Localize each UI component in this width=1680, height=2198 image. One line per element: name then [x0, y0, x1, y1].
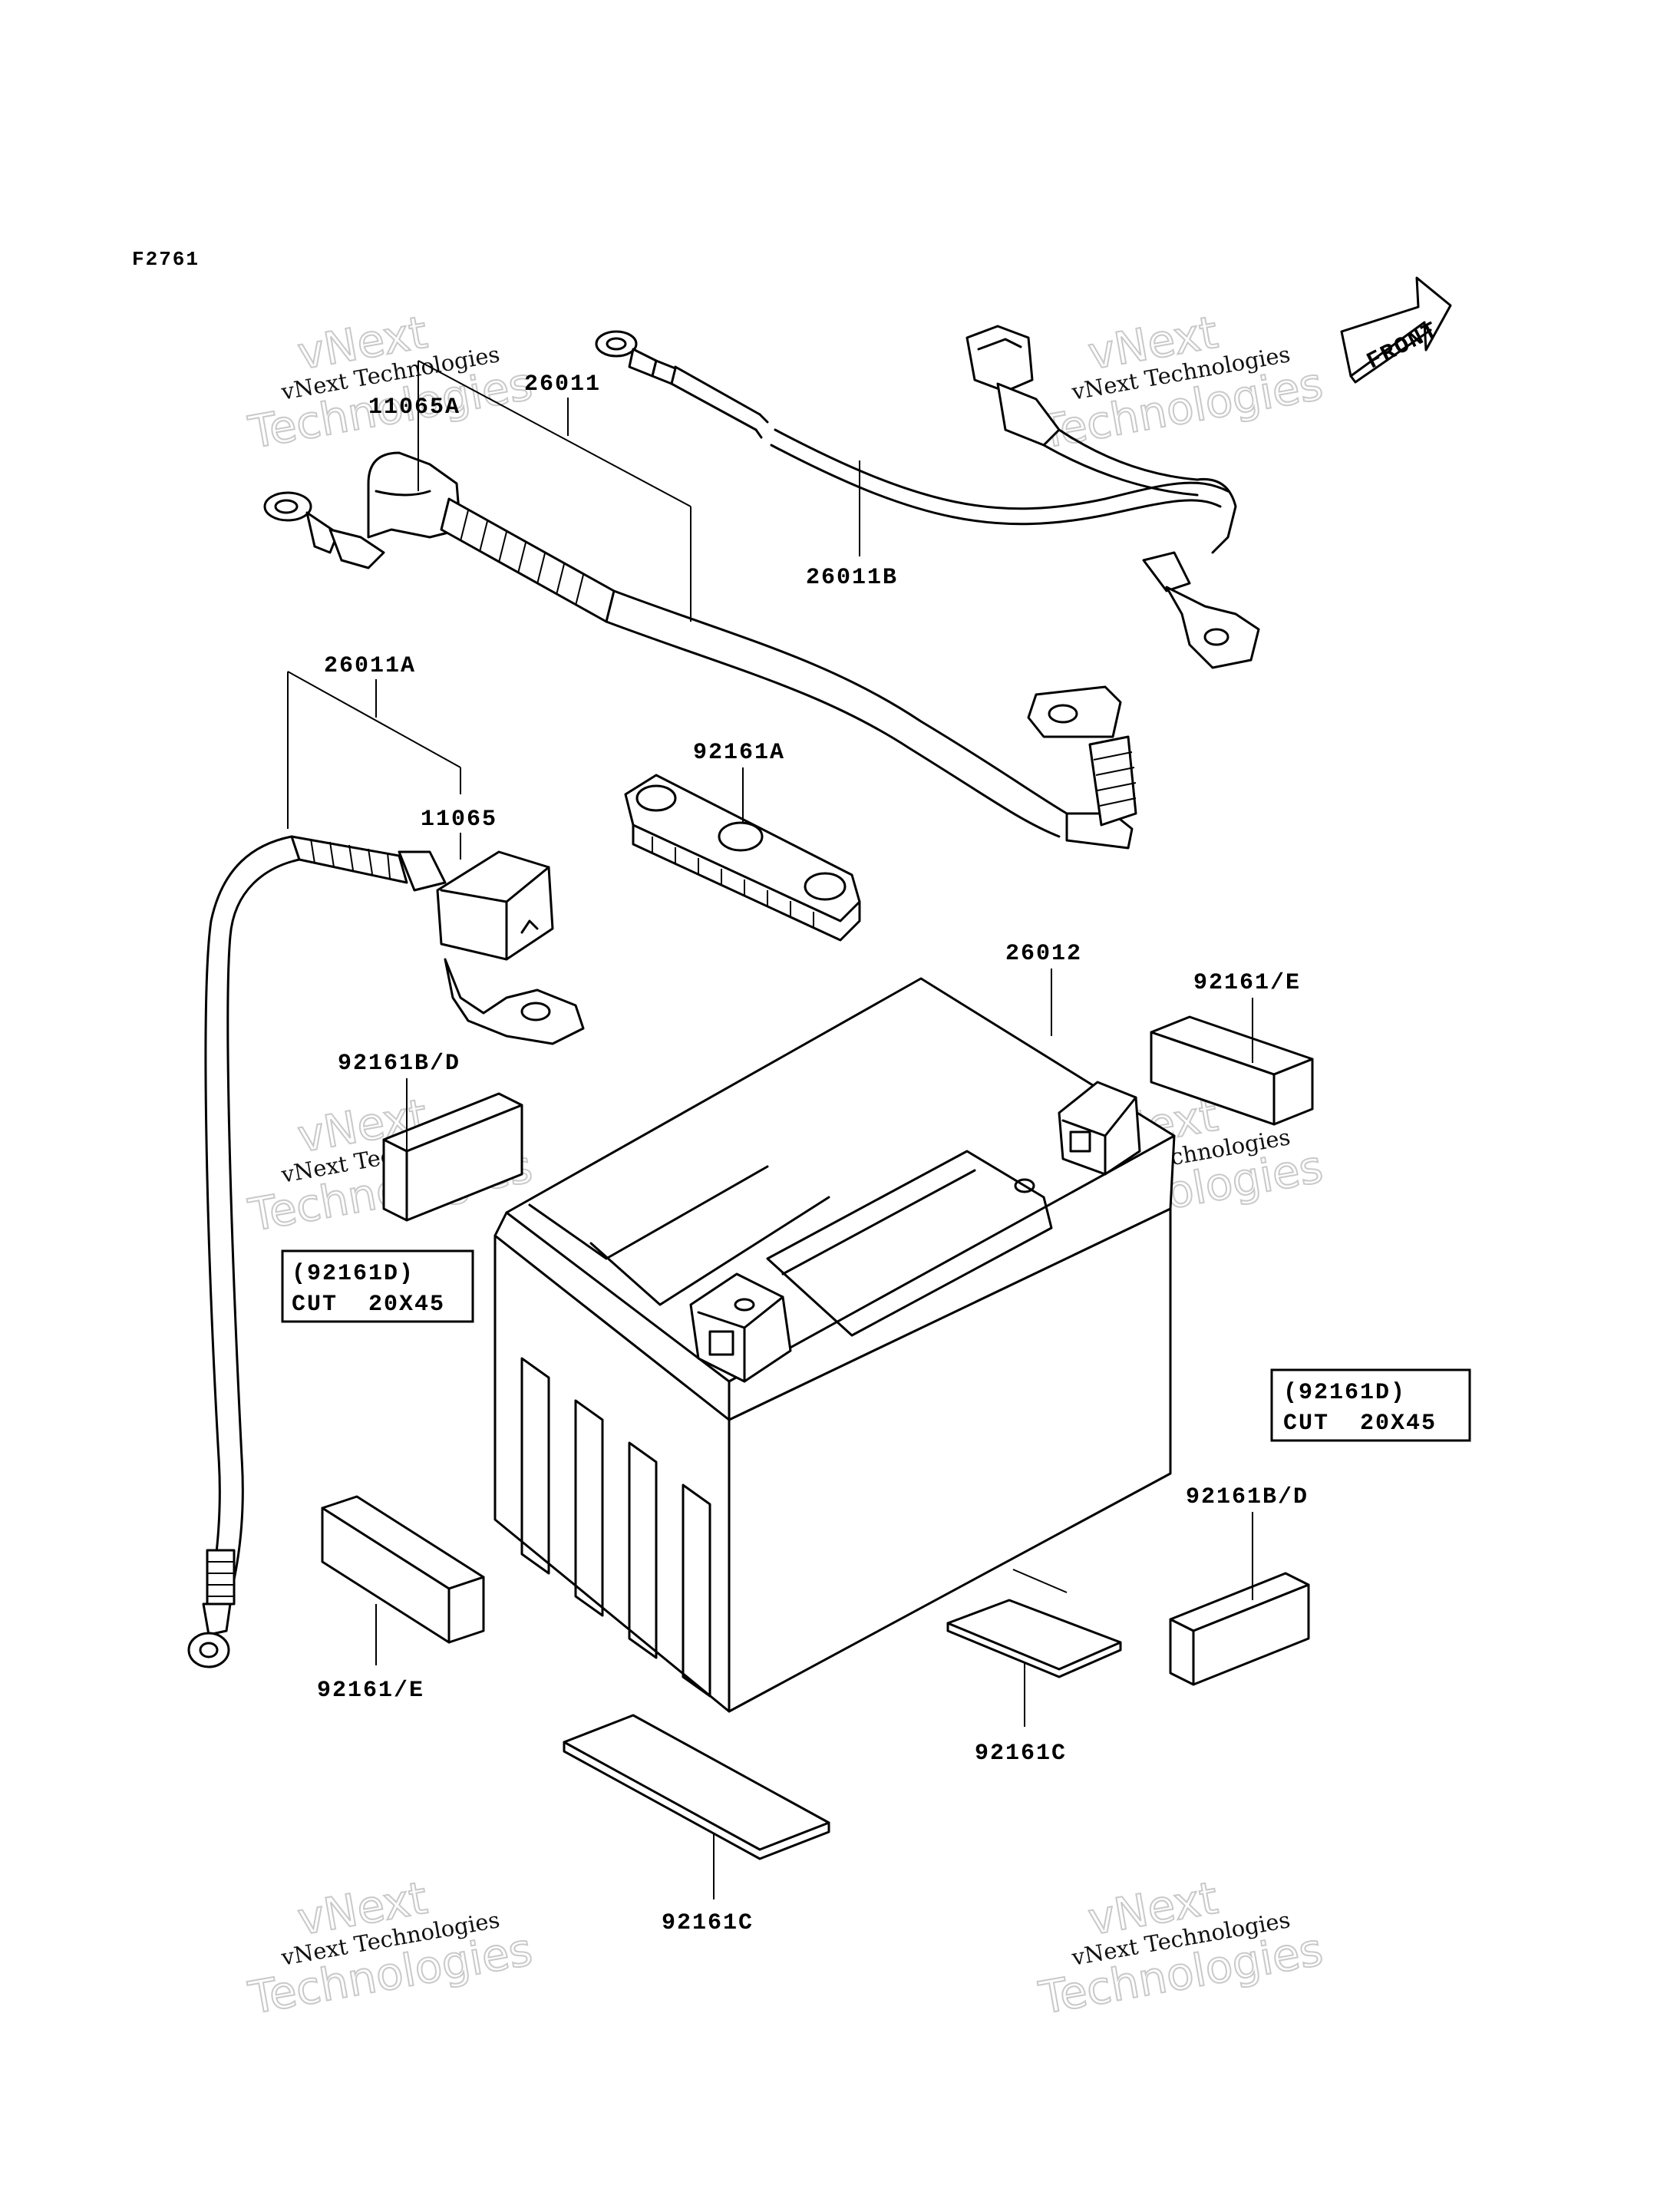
positive-cable-26011 — [263, 451, 1137, 850]
callout-92161C-right: 92161C — [975, 1741, 1067, 1767]
svg-text:CUT 20X45: CUT 20X45 — [292, 1292, 445, 1318]
watermark-top-right: vNext vNext Technologies Technologies — [1035, 305, 1328, 460]
pad-92161E-bottom — [321, 1495, 485, 1644]
callout-11065: 11065 — [421, 807, 497, 833]
note-box-right: (92161D) CUT 20X45 — [1270, 1368, 1471, 1442]
sheet-92161C-bottom — [563, 1714, 830, 1860]
callout-26011B: 26011B — [806, 565, 898, 591]
callout-92161E-bottom: 92161/E — [317, 1678, 424, 1704]
callout-92161BD-right: 92161B/D — [1186, 1484, 1309, 1510]
note-box-left: (92161D) CUT 20X45 — [281, 1249, 474, 1323]
callout-26011: 26011 — [524, 371, 601, 398]
terminal-cap-11065 — [436, 850, 585, 1045]
battery-26012 — [493, 977, 1176, 1713]
callout-92161E-top: 92161/E — [1193, 970, 1301, 996]
ground-wire-26011B — [595, 325, 1260, 669]
svg-text:(92161D): (92161D) — [1283, 1380, 1406, 1406]
callout-92161A: 92161A — [693, 740, 785, 766]
pad-92161BD-right — [1169, 1572, 1310, 1686]
hold-plate-92161A — [624, 774, 861, 942]
front-arrow-icon: FRONT — [1340, 276, 1452, 384]
watermark-top-left: vNext vNext Technologies Technologies — [244, 305, 537, 460]
figure-code: F2761 — [132, 248, 200, 271]
svg-text:CUT 20X45: CUT 20X45 — [1283, 1411, 1437, 1437]
negative-cable-26011A — [187, 835, 447, 1668]
pad-92161E-top — [1150, 1015, 1314, 1126]
svg-text:(92161D): (92161D) — [292, 1261, 414, 1287]
leader-lines — [287, 360, 1253, 1899]
watermark-bottom-right: vNext vNext Technologies Technologies — [1035, 1871, 1328, 2025]
callout-26011A: 26011A — [324, 653, 416, 679]
callout-92161BD-left: 92161B/D — [338, 1051, 460, 1077]
watermark-bottom-left: vNext vNext Technologies Technologies — [244, 1871, 537, 2025]
pad-92161BD-left — [382, 1092, 523, 1222]
sheet-92161C-right — [946, 1599, 1122, 1678]
callout-92161C-bottom: 92161C — [662, 1910, 754, 1936]
callout-26012: 26012 — [1005, 941, 1082, 967]
callout-11065A: 11065A — [368, 394, 460, 421]
